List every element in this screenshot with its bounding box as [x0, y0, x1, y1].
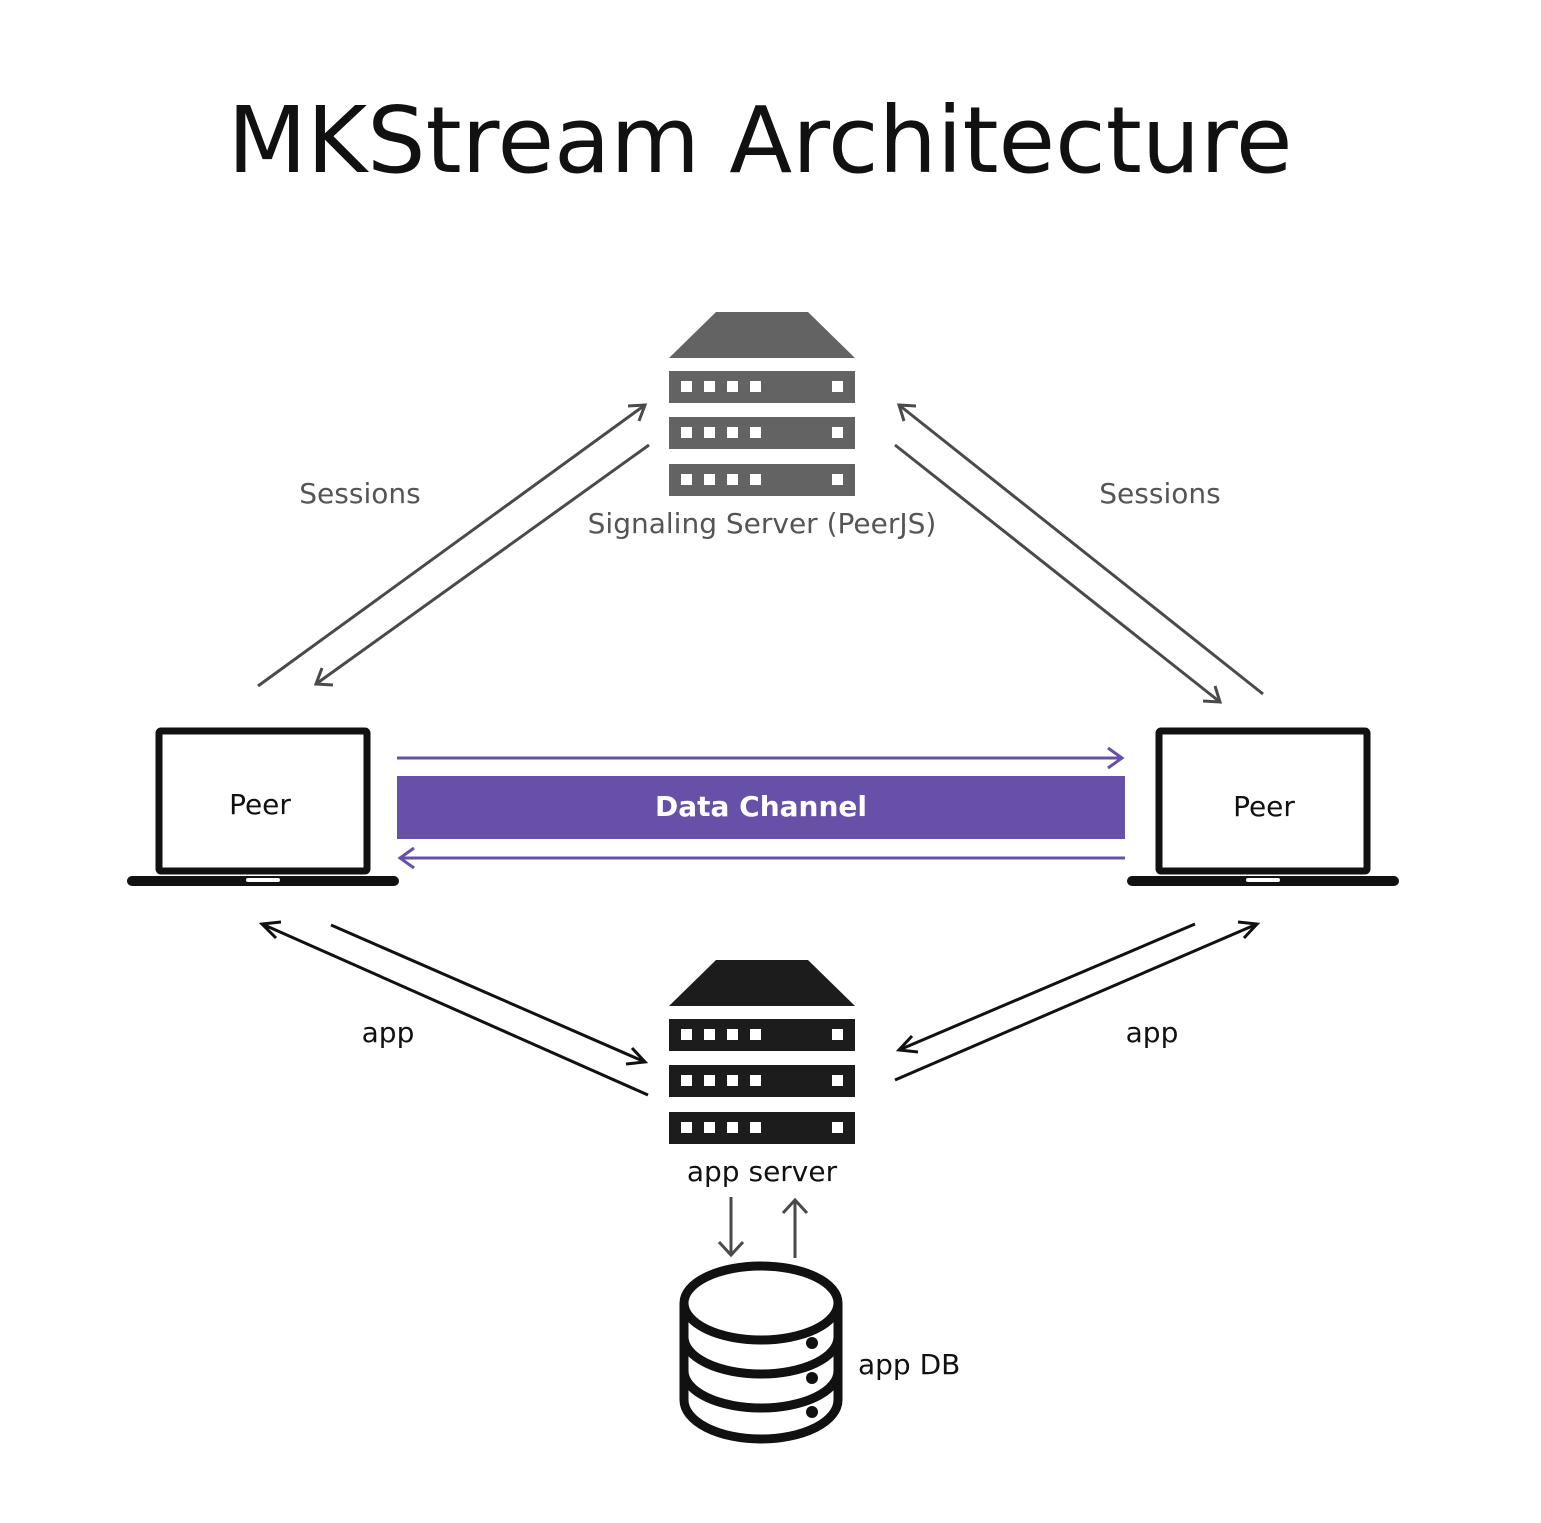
server-db-arrows — [717, 1197, 809, 1258]
app-server-icon — [669, 960, 855, 1144]
app-right-arrows — [894, 920, 1261, 1082]
app-db-database-icon — [679, 1261, 843, 1444]
page-title: MKStream Architecture — [227, 87, 1292, 194]
data-channel-bar — [397, 776, 1125, 839]
sessions-right-label: Sessions — [1099, 477, 1220, 510]
peer-right-label: Peer — [1233, 790, 1295, 823]
data-channel-label: Data Channel — [655, 790, 867, 823]
app-left-label: app — [362, 1016, 415, 1049]
peer-left-laptop-icon — [127, 727, 399, 886]
sessions-left-label: Sessions — [299, 477, 420, 510]
signaling-server-icon — [669, 312, 855, 496]
peer-right-laptop-icon — [1127, 727, 1399, 886]
signaling-server-label: Signaling Server (PeerJS) — [588, 507, 937, 540]
app-db-label: app DB — [858, 1348, 960, 1381]
peer-left-label: Peer — [229, 788, 291, 821]
app-left-arrows — [258, 920, 649, 1097]
app-right-label: app — [1126, 1016, 1179, 1049]
sessions-right-arrows — [894, 403, 1264, 704]
app-server-label: app server — [687, 1155, 838, 1188]
data-channel — [397, 746, 1125, 870]
sessions-left-arrows — [257, 403, 650, 688]
